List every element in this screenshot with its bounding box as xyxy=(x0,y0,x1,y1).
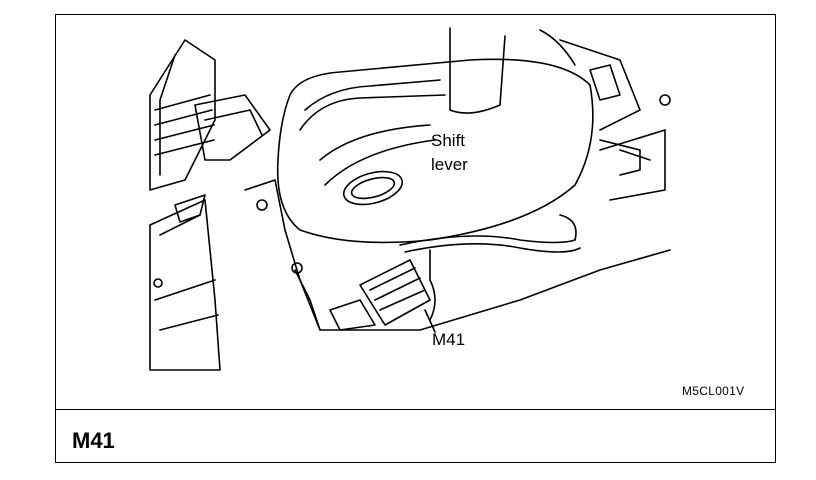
m41-connector xyxy=(329,259,436,333)
figure-frame xyxy=(55,14,776,463)
connector-m41-label: M41 xyxy=(432,330,466,349)
left-panel xyxy=(149,39,271,371)
wire-harness xyxy=(399,139,651,321)
console-base xyxy=(244,39,671,331)
shift-lever-label-line2: lever xyxy=(431,155,468,174)
caption-divider xyxy=(55,409,776,410)
figure-id: M41 xyxy=(72,428,115,453)
shift-lever-housing xyxy=(276,27,594,244)
figure-code: M5CL001V xyxy=(682,384,745,398)
shift-lever-label-line1: Shift xyxy=(431,131,466,150)
shift-lever-illustration xyxy=(149,27,671,371)
